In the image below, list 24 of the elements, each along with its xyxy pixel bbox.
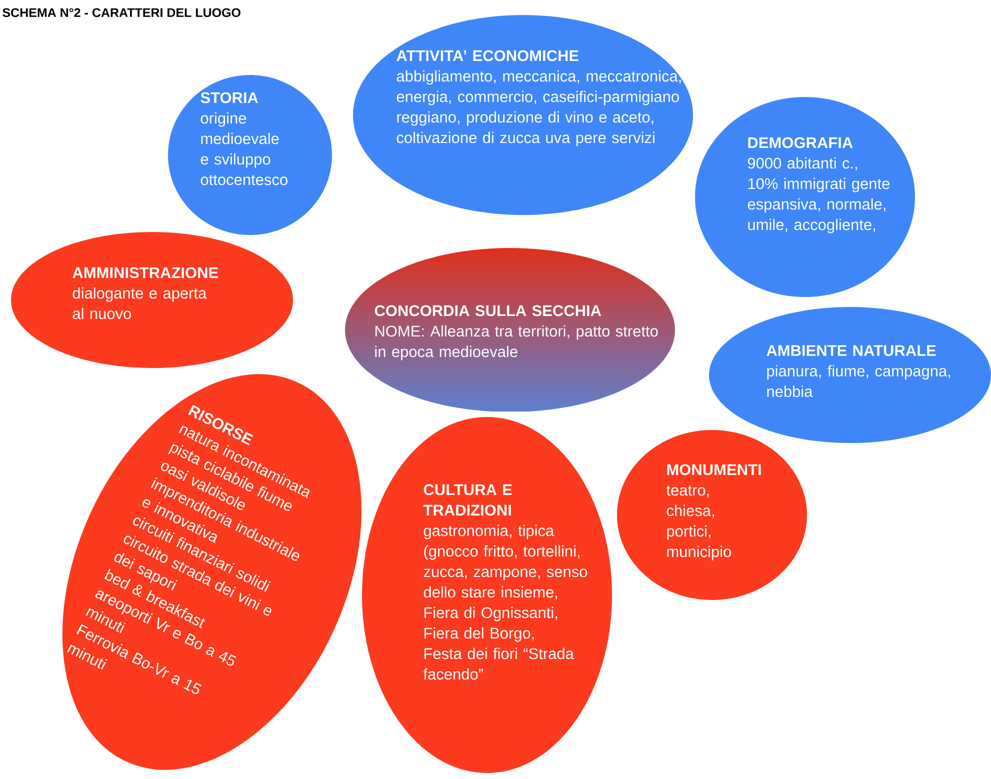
body-text: 9000 abitanti c., 10% immigrati gente espansiva, normale, umile, accogliente, [748,157,890,234]
body-text: gastronomia, tipica (gnocco fritto, tortellini, zucca, zampone, senso dello stare insieme, Fiera di Ognissanti, Fiera del Borgo, Festa dei fiori “Strada facendo” [423,524,588,680]
ellipse-bubble [695,97,915,297]
heading: ATTIVITA’ ECONOMICHE [396,50,578,62]
ellipse-bubble [709,307,991,443]
heading: STORIA [200,92,258,104]
heading: DEMOGRAFIA [748,137,853,148]
heading: AMBIENTE NATURALE [766,345,936,356]
body-text: dialogante e aperta al nuovo [72,287,207,320]
ellipse-bubble [362,417,612,773]
ellipse-bubble [353,15,693,215]
heading: AMMINISTRAZIONE [72,267,218,278]
heading: MONUMENTI [667,464,761,476]
body-text: pianura, fiume, campagna, nebbia [767,365,950,398]
body-text: abbigliamento, meccanica, meccatronica, energia, commercio, caseifici-parmigiano reggiano, produzione di vino e aceto, coltivazione di zucca uva pere servizi [396,70,681,146]
ellipse-bubble [11,232,293,368]
heading: CONCORDIA SULLA SECCHIA [374,305,602,316]
ellipse-bubble [62,374,362,770]
title: SCHEMA N°2 - CARATTERI DEL LUOGO [2,8,240,18]
ellipse-bubble [168,75,332,235]
body-text: teatro, chiesa, portici, municipio [666,486,731,560]
body-text: NOME: Alleanza tra territori, patto stretto in epoca medioevale [375,325,658,360]
ellipse-bubble [617,430,807,600]
body-text: origine medioevale e sviluppo ottocentesco [200,112,288,186]
